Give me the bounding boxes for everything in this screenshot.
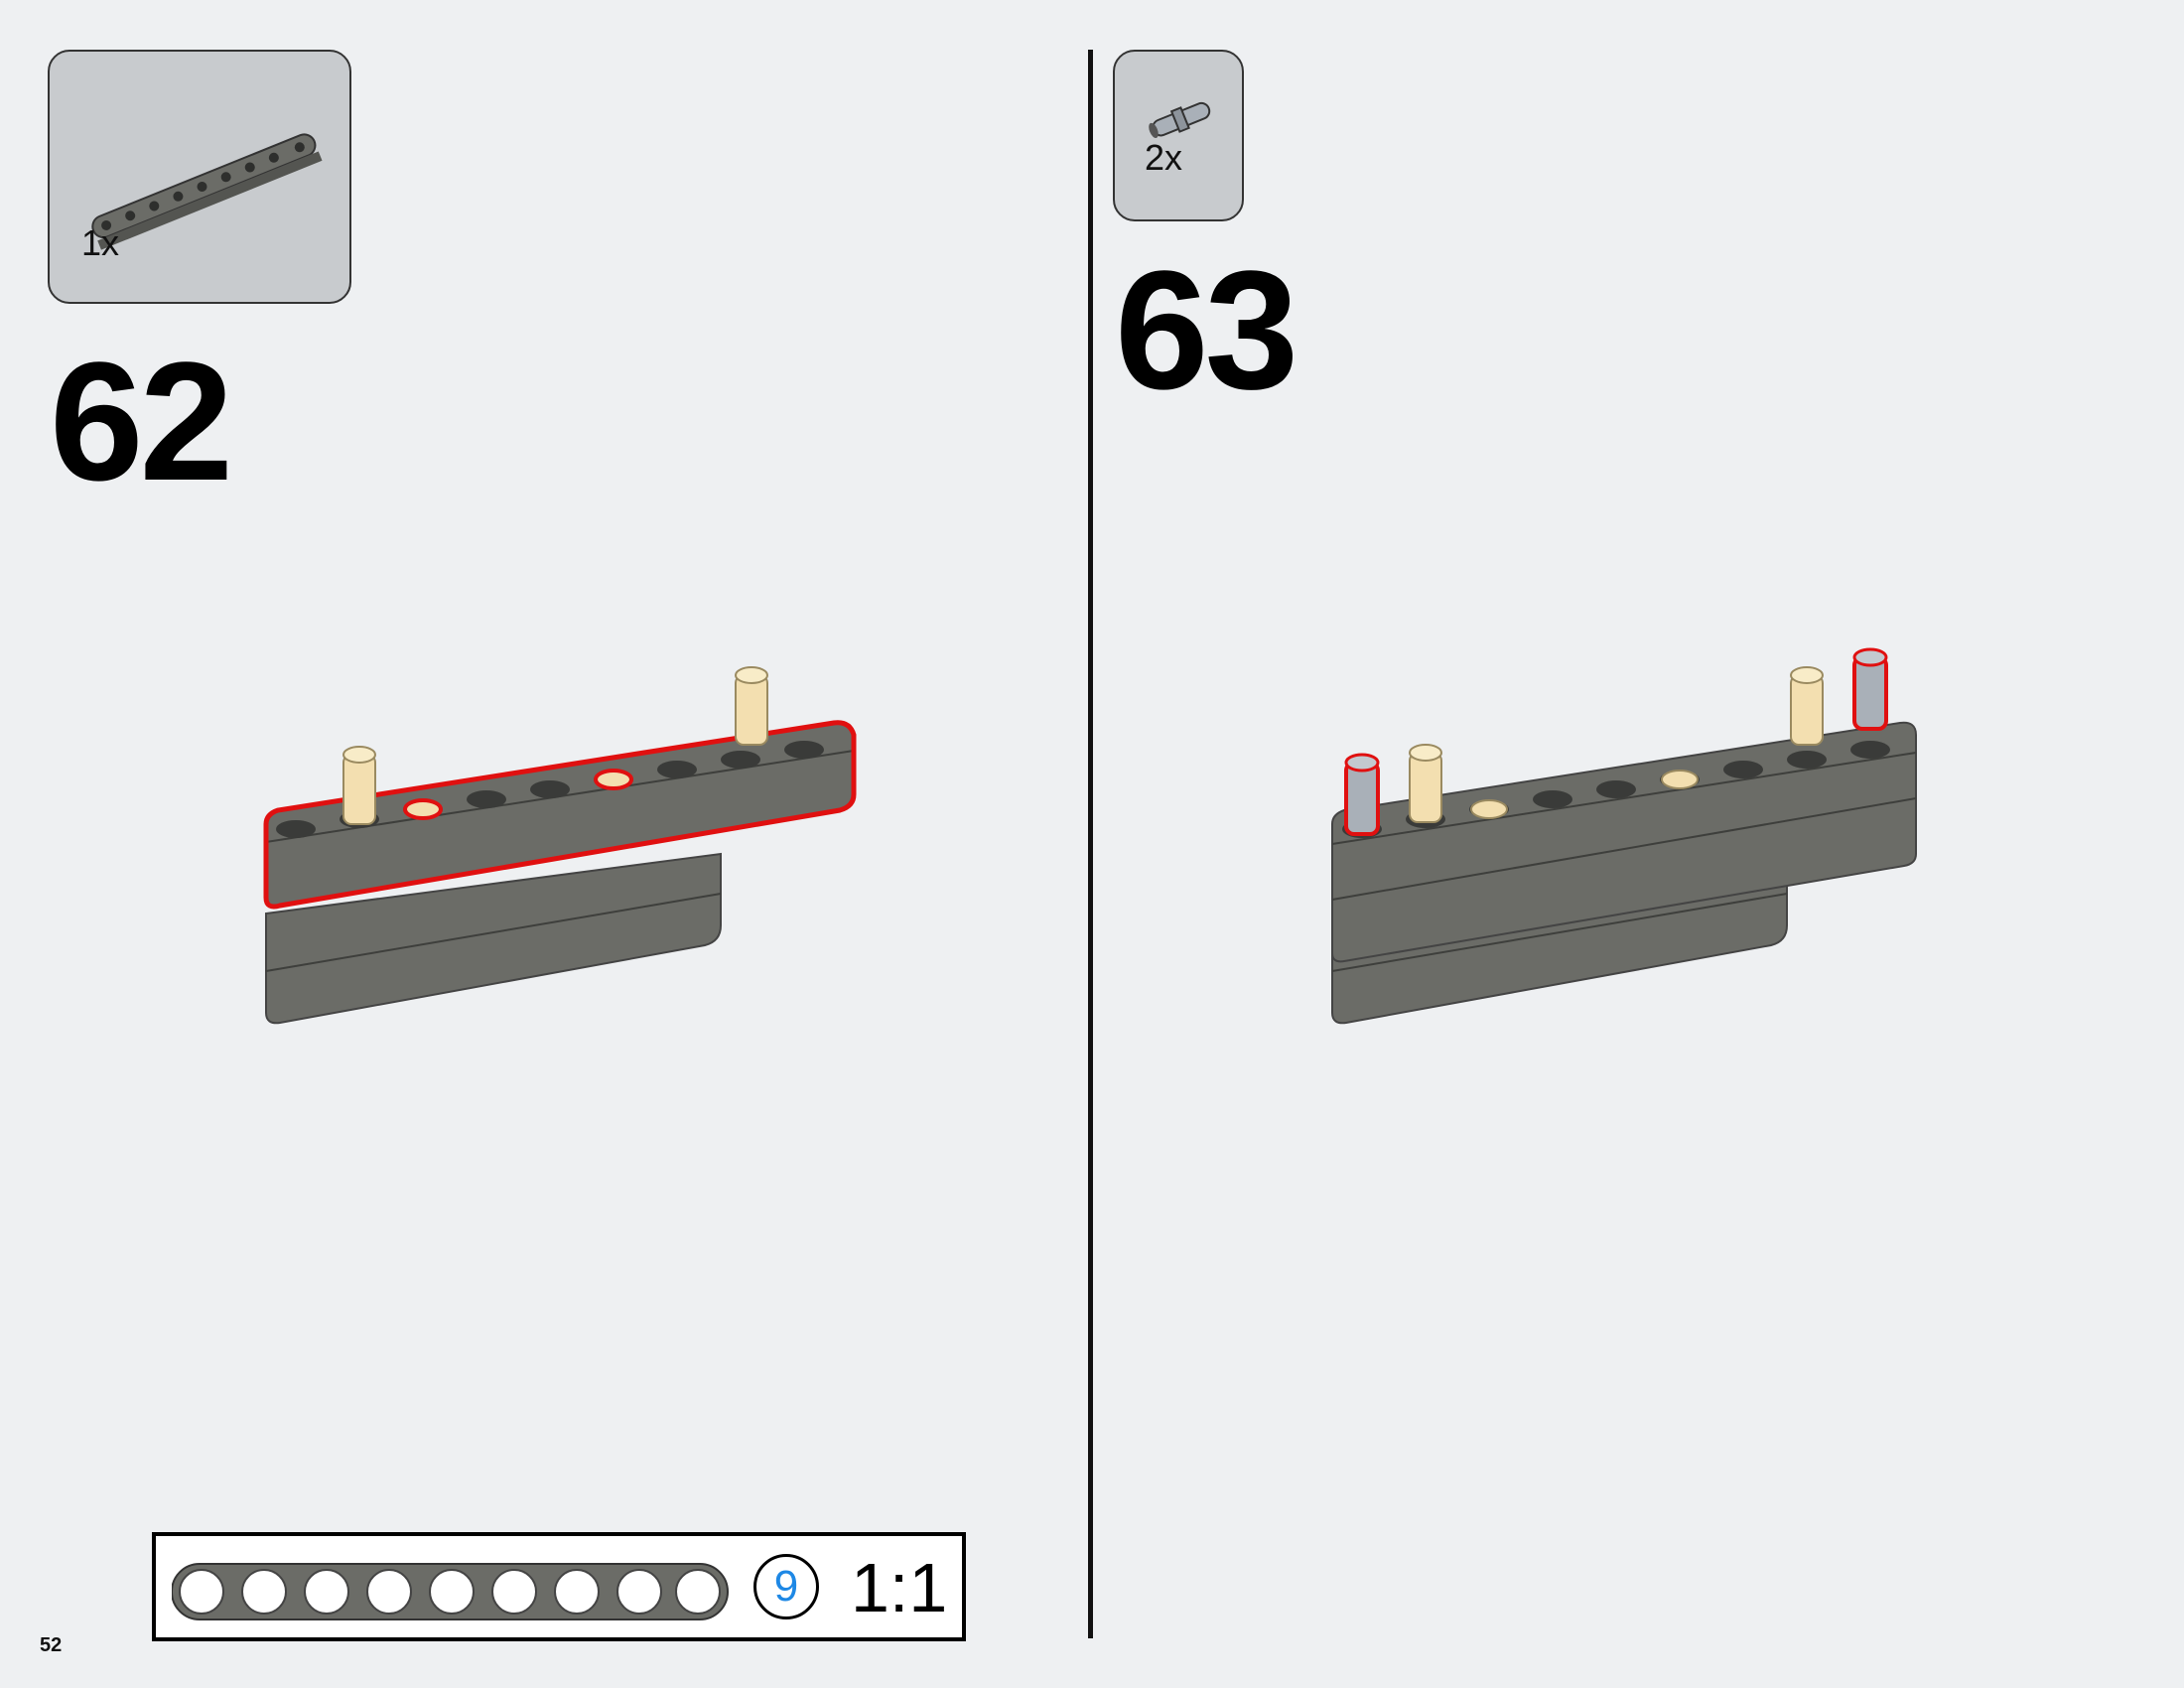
beam-length-badge: 9: [753, 1554, 819, 1619]
step-62-model: [263, 666, 857, 1025]
beam-9-scale-icon: [172, 1563, 729, 1620]
pin-icon: [1149, 101, 1211, 138]
scale-ratio: 1:1: [851, 1549, 948, 1626]
part-quantity: 2x: [1145, 137, 1183, 178]
page-number: 52: [40, 1634, 63, 1656]
step-divider: [1088, 50, 1093, 1638]
scale-ruler: 9 1:1: [152, 1532, 966, 1641]
step-number-62: 62: [50, 328, 233, 516]
step-number-63: 63: [1115, 236, 1298, 425]
beam-9-icon: [91, 133, 323, 250]
parts-callout-62: 1x: [48, 50, 351, 304]
part-quantity: 1x: [81, 222, 120, 263]
parts-callout-63: 2x: [1113, 50, 1244, 221]
step-63-model: [1331, 647, 1917, 1025]
